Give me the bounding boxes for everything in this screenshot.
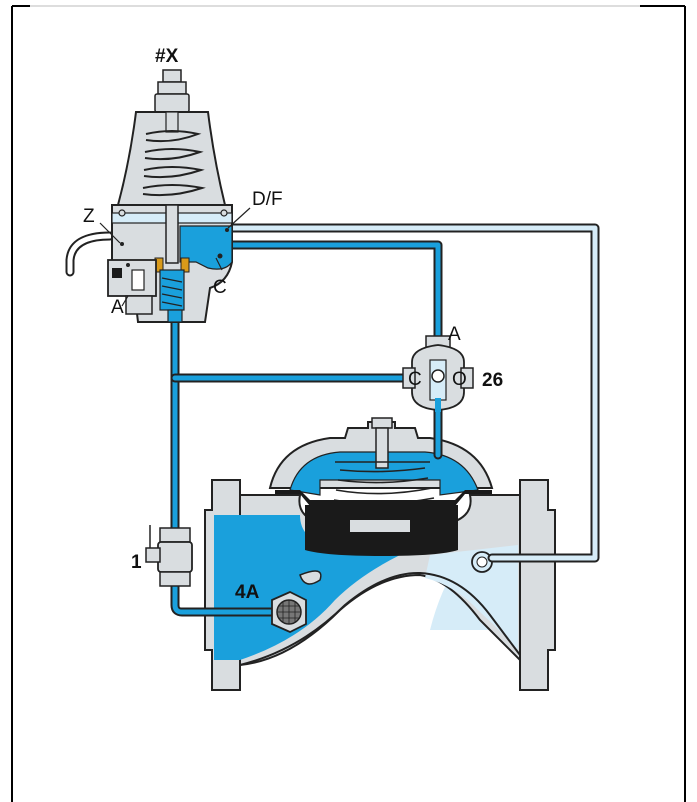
filter-id-label: 4A xyxy=(235,582,260,603)
pilot-id-label: #X xyxy=(155,46,179,67)
frame-border xyxy=(11,5,686,802)
filter xyxy=(271,591,307,633)
selector-o-label: O xyxy=(452,369,467,390)
selector-id-label: 26 xyxy=(482,370,503,391)
outlet-flange xyxy=(519,479,556,691)
main-valve xyxy=(204,417,556,691)
port-df-label: D/F xyxy=(252,189,283,210)
cock-id-label: 1 xyxy=(131,552,142,573)
isolation-cock xyxy=(145,525,193,587)
selector-a-label: A xyxy=(448,324,461,345)
port-z-label: Z xyxy=(83,206,95,227)
selector-c-label: C xyxy=(408,369,422,390)
valve-outlet-water xyxy=(425,545,518,650)
diaphragm xyxy=(275,490,492,506)
leader-lines xyxy=(99,207,251,307)
pilot-valve xyxy=(107,69,233,323)
pilot-port-a-label: A xyxy=(111,297,124,318)
pilot-spring xyxy=(142,130,206,197)
pilot-port-c-label: C xyxy=(213,277,227,298)
selector-valve xyxy=(402,335,474,412)
control-tubing xyxy=(65,223,600,617)
